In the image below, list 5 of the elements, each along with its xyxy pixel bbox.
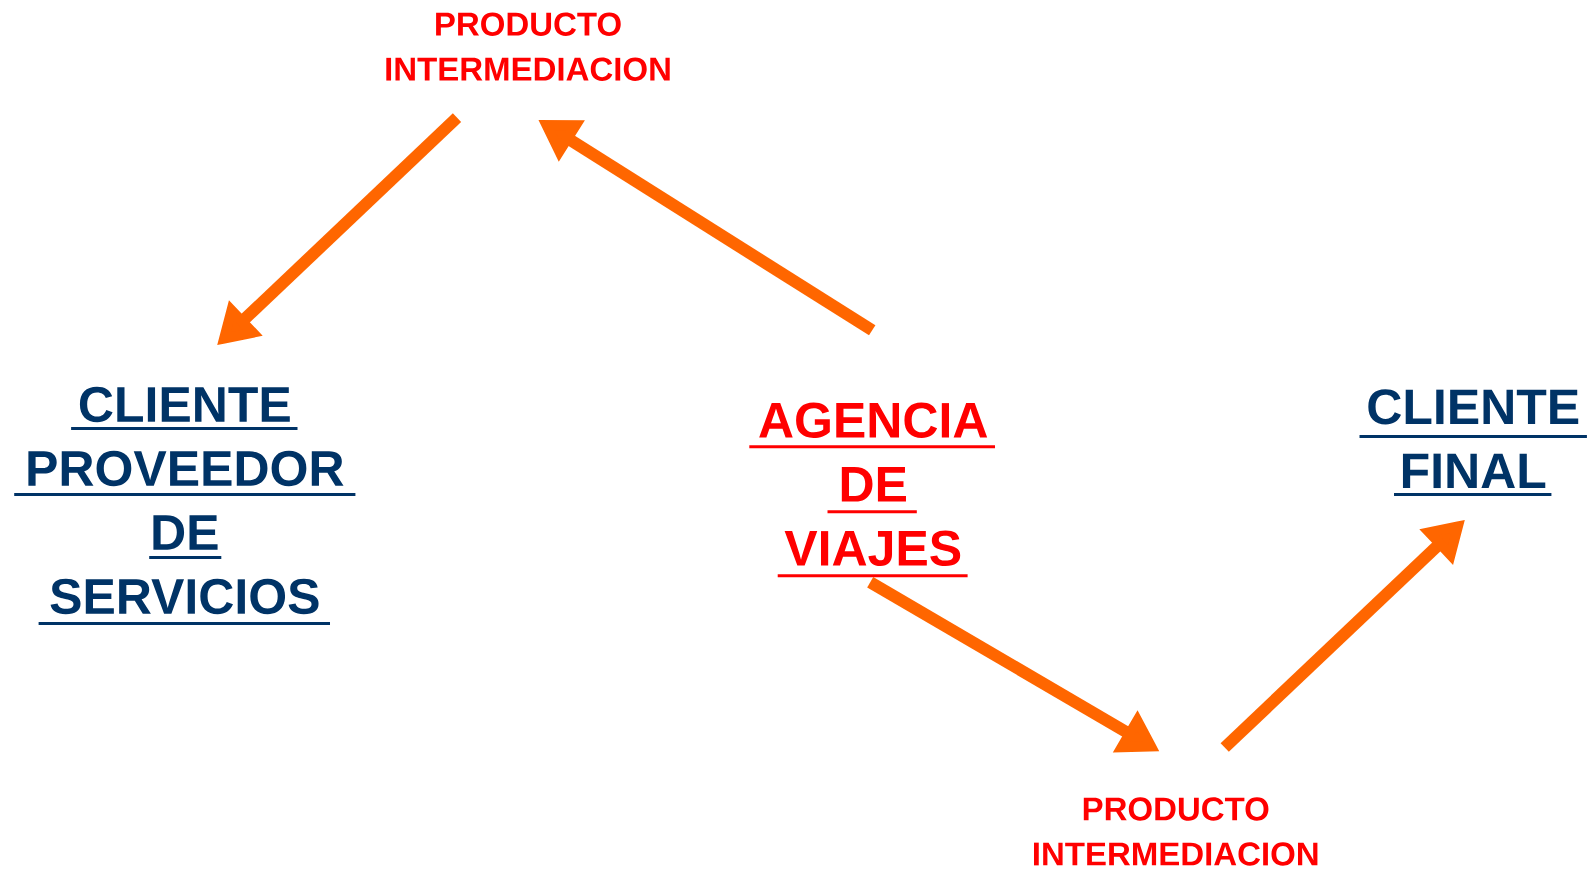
underlined-label: CLIENTE PROVEEDOR DE SERVICIOS — [14, 386, 356, 625]
underlined-label: PRODUCTO INTERMEDIACION — [386, 12, 670, 81]
underlined-label: CLIENTE FINAL — [1359, 389, 1587, 496]
underlined-label: PRODUCTO INTERMEDIACION — [1034, 797, 1318, 866]
underlined-label: AGENCIA DE VIAJES — [749, 402, 995, 578]
